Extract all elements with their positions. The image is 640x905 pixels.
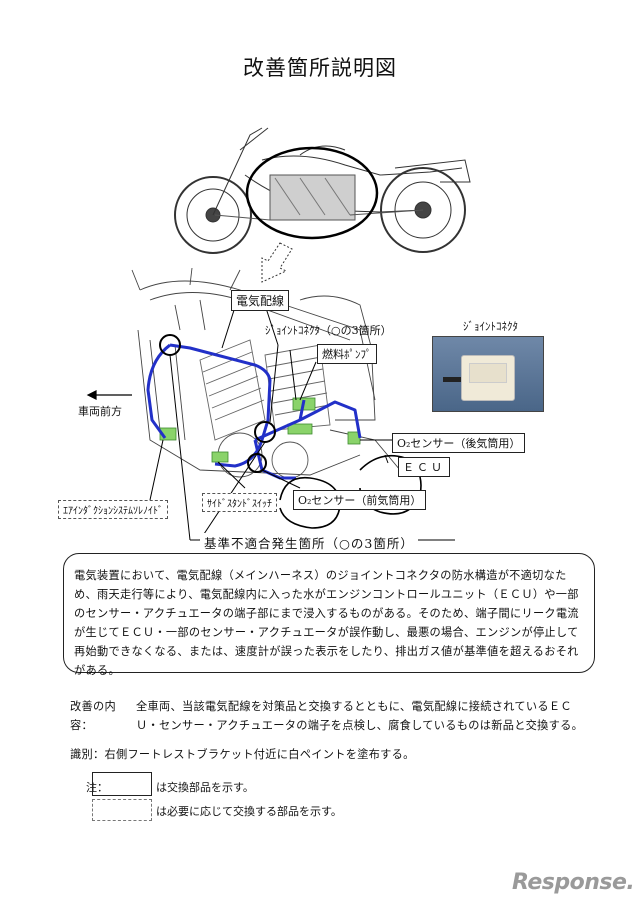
label-induction-solenoid: ｴｱｲﾝﾀﾞｸｼｮﾝｼｽﾃﾑｿﾚﾉｲﾄﾞ (58, 500, 168, 519)
joint-connector-photo (432, 336, 544, 412)
remedy-label: 改善の内容： (70, 700, 116, 732)
identification-text: 識別：右側フートレストブラケット付近に白ペイントを塗布する。 (70, 748, 415, 761)
label-o2-rear: O₂センサー（後気筒用） (392, 433, 526, 453)
vehicle-front-arrow (86, 390, 132, 400)
label-joint-connector-3: ｼﾞｮｲﾝﾄｺﾈｸﾀ（○の3箇所） (265, 324, 392, 337)
page-title: 改善箇所説明図 (243, 56, 397, 80)
notes-label: 注： (86, 781, 108, 794)
motorcycle-overview (174, 127, 471, 254)
label-joint-connector-photo: ｼﾞｮｲﾝﾄｺﾈｸﾀ (463, 320, 518, 333)
description-text: 電気装置において、電気配線（メインハーネス）のジョイントコネクタの防水構造が不適… (74, 569, 579, 677)
remedy-text: 全車両、当該電気配線を対策品と交換するとともに、電気配線に接続されているＥＣＵ・… (136, 700, 584, 732)
label-side-stand-switch: ｻｲﾄﾞｽﾀﾝﾄﾞｽｲｯﾁ (202, 493, 277, 512)
legend-dotted-box (92, 799, 152, 821)
description-box: 電気装置において、電気配線（メインハーネス）のジョイントコネクタの防水構造が不適… (63, 553, 595, 677)
legend-solid-box (92, 772, 152, 796)
response-logo: Response. (512, 870, 635, 895)
label-electric-wiring: 電気配線 (231, 290, 290, 311)
legend-solid-text: は交換部品を示す。 (156, 781, 254, 794)
engine-callout-ellipse (245, 146, 379, 240)
legend-dotted-text: は必要に応じて交換する部品を示す。 (156, 805, 342, 818)
label-vehicle-front: 車両前方 (78, 405, 122, 418)
label-nonconformity: 基準不適合発生箇所（○の3箇所） (200, 533, 418, 552)
label-o2-front: O₂センサー（前気筒用） (293, 490, 427, 510)
label-fuel-pump: 燃料ﾎﾟﾝﾌﾟ (317, 344, 377, 364)
detail-arrow (261, 242, 293, 283)
wiring-illustration (86, 127, 471, 541)
label-ecu: ＥＣＵ (398, 457, 450, 477)
